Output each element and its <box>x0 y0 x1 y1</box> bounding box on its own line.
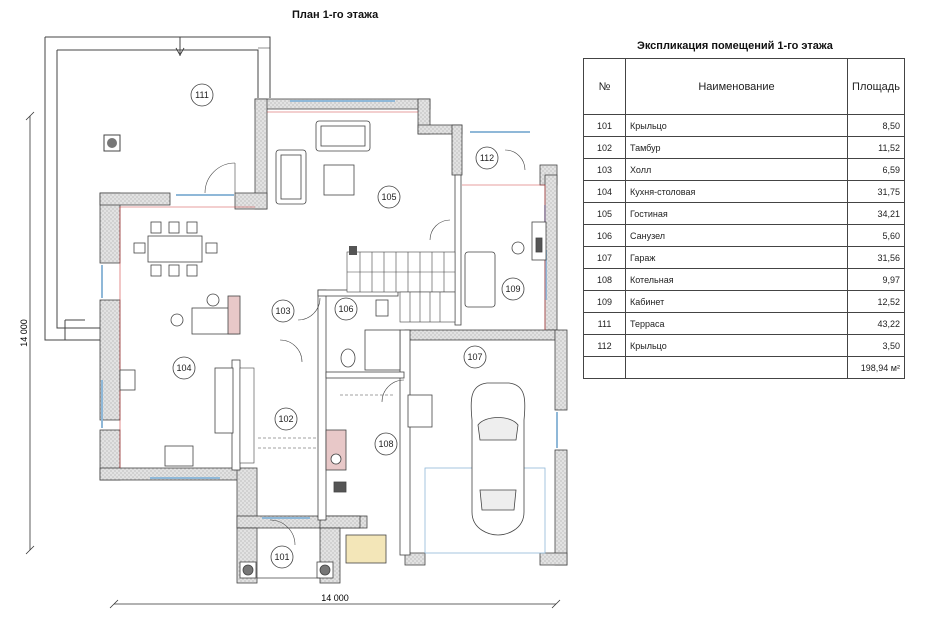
exterior-walls <box>99 98 568 584</box>
coat-racks <box>239 367 395 464</box>
terrace-outline <box>44 36 271 341</box>
horizontal-dimension: 14 000 <box>321 593 349 603</box>
living-furniture <box>275 120 371 205</box>
row-number: 103 <box>583 158 626 181</box>
row-name: Санузел <box>625 224 848 247</box>
total-area: 198,94 м² <box>847 356 905 379</box>
row-area: 8,50 <box>847 114 905 137</box>
cabinet-furniture <box>464 221 547 308</box>
insulation-lines <box>119 111 546 468</box>
room-104-label: 104 <box>176 363 191 373</box>
row-name: Крыльцо <box>625 114 848 137</box>
row-name: Терраса <box>625 312 848 335</box>
row-number: 102 <box>583 136 626 159</box>
table-title: Экспликация помещений 1-го этажа <box>637 40 833 52</box>
room-112-label: 112 <box>480 153 494 163</box>
room-103-label: 103 <box>275 306 290 316</box>
row-area: 34,21 <box>847 202 905 225</box>
doors <box>204 47 526 546</box>
row-name: Тамбур <box>625 136 848 159</box>
row-number: 107 <box>583 246 626 269</box>
room-106-label: 106 <box>338 304 353 314</box>
row-name: Котельная <box>625 268 848 291</box>
row-area: 3,50 <box>847 334 905 357</box>
row-area: 43,22 <box>847 312 905 335</box>
garage-car <box>424 382 546 554</box>
row-number: 101 <box>583 114 626 137</box>
row-number: 112 <box>583 334 626 357</box>
room-107-label: 107 <box>467 352 482 362</box>
row-area: 31,56 <box>847 246 905 269</box>
table-header-row: № Наименование Площадь <box>583 58 905 115</box>
row-number: 104 <box>583 180 626 203</box>
row-number: 105 <box>583 202 626 225</box>
room-105-label: 105 <box>381 192 396 202</box>
row-name: Гостиная <box>625 202 848 225</box>
room-101-label: 101 <box>274 552 289 562</box>
dimension-lines <box>25 111 561 609</box>
row-number: 111 <box>583 312 626 335</box>
boiler-equipment <box>325 394 433 493</box>
row-area: 12,52 <box>847 290 905 313</box>
header-area: Площадь <box>847 58 905 115</box>
floor-plan: 111 103 106 105 112 109 104 102 108 107 … <box>19 36 568 609</box>
interior-walls <box>231 174 462 556</box>
row-name: Кухня-столовая <box>625 180 848 203</box>
bathroom-fixtures <box>340 299 401 371</box>
table-total-row: 198,94 м² <box>583 356 905 379</box>
row-area: 31,75 <box>847 180 905 203</box>
row-name: Холл <box>625 158 848 181</box>
row-number: 108 <box>583 268 626 291</box>
row-name: Кабинет <box>625 290 848 313</box>
room-111-label: 111 <box>195 90 209 100</box>
porch-elements <box>239 534 387 579</box>
dining-table <box>133 221 218 277</box>
row-number: 106 <box>583 224 626 247</box>
room-108-label: 108 <box>378 439 393 449</box>
row-name: Гараж <box>625 246 848 269</box>
header-number: № <box>583 58 626 115</box>
room-102-label: 102 <box>278 414 293 424</box>
row-area: 9,97 <box>847 268 905 291</box>
room-markers <box>172 83 525 569</box>
room-109-label: 109 <box>505 284 520 294</box>
kitchen-island <box>119 293 241 467</box>
row-area: 11,52 <box>847 136 905 159</box>
row-name: Крыльцо <box>625 334 848 357</box>
row-number: 109 <box>583 290 626 313</box>
column-icon <box>349 246 357 255</box>
stairs <box>346 251 456 323</box>
header-name: Наименование <box>625 58 848 115</box>
vertical-dimension: 14 000 <box>19 319 29 347</box>
plan-title: План 1-го этажа <box>292 9 379 21</box>
terrace-heater-icon <box>103 134 121 152</box>
row-area: 6,59 <box>847 158 905 181</box>
row-area: 5,60 <box>847 224 905 247</box>
